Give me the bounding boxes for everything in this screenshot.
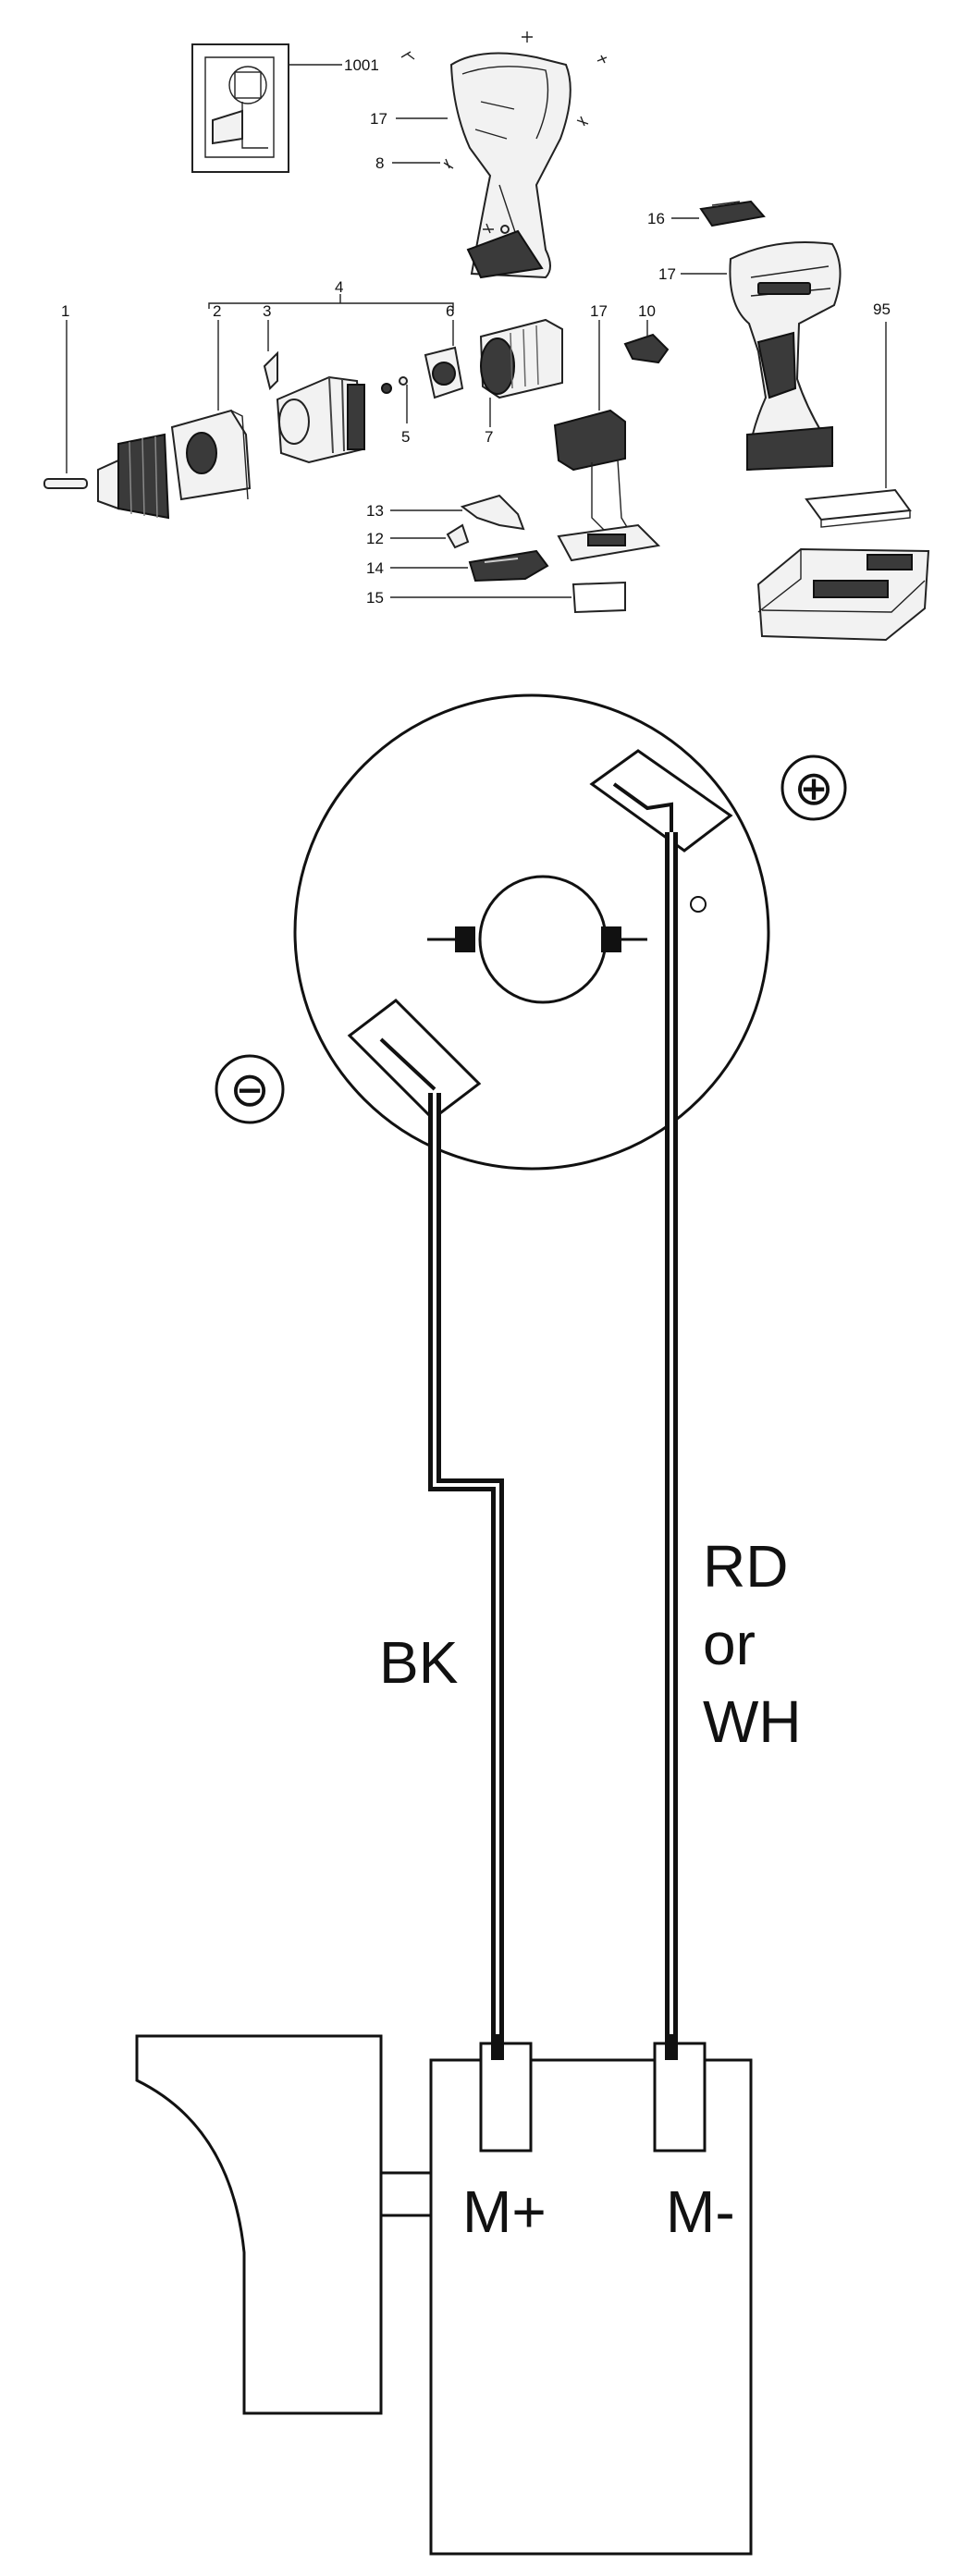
part-3-clip (263, 350, 278, 390)
motor-wiring-schematic: ⊕ ⊖ BK RD or WH M+ (135, 693, 847, 2556)
switch-module-exploded (553, 409, 661, 562)
callout-10: 10 (638, 302, 656, 320)
part-2-sleeve (170, 409, 252, 501)
reference-marker (690, 896, 707, 913)
negative-symbol: ⊖ (215, 1054, 285, 1124)
callout-3: 3 (263, 302, 271, 320)
part-15-pad (572, 581, 626, 614)
wire-label-wh: WH (703, 1688, 802, 1755)
callout-14: 14 (366, 559, 384, 577)
part-13-bracket (460, 494, 525, 531)
drill-chuck (97, 433, 170, 520)
part-7-motor (479, 318, 563, 399)
callout-13: 13 (366, 502, 384, 520)
label-m-minus: M- (666, 2178, 735, 2245)
callout-17-assembled: 17 (658, 265, 676, 283)
part-16-clip (699, 200, 766, 227)
part-12-contact (446, 523, 470, 549)
callout-6: 6 (446, 302, 454, 320)
part-95-plate (805, 488, 912, 528)
label-m-plus: M+ (462, 2178, 547, 2245)
callout-12: 12 (366, 530, 384, 547)
part-10-clip (623, 333, 670, 364)
callout-1001: 1001 (344, 56, 379, 74)
callout-7: 7 (485, 428, 493, 446)
callout-2: 2 (213, 302, 221, 320)
gearbox (276, 375, 365, 464)
exploded-parts-view: 1001 17 8 16 (43, 31, 930, 642)
switch-terminal-m-plus (479, 2042, 533, 2153)
part-5-screw (381, 376, 408, 394)
callout-95: 95 (873, 301, 891, 318)
callout-8: 8 (375, 154, 384, 172)
part-1001-inset (191, 43, 289, 173)
switch-terminal-m-minus (653, 2042, 707, 2153)
wire-label-or: or (703, 1611, 756, 1677)
housing-assembled (729, 241, 842, 472)
callout-17-housing: 17 (370, 110, 387, 128)
negative-terminal-blade (347, 999, 482, 1121)
positive-terminal-blade (589, 749, 733, 853)
positive-symbol: ⊕ (780, 754, 847, 821)
motor-symbol (427, 875, 647, 1004)
part-14-holder (468, 549, 549, 583)
housing-half-left (449, 52, 572, 279)
trigger-shaft (381, 2171, 431, 2217)
callout-5: 5 (401, 428, 410, 446)
callout-15: 15 (366, 589, 384, 607)
wire-label-rd: RD (703, 1533, 788, 1600)
part-1-bolt (43, 478, 88, 489)
callout-1: 1 (61, 302, 69, 320)
callout-16: 16 (647, 210, 665, 227)
wire-label-bk: BK (379, 1629, 458, 1696)
battery-pack (756, 547, 930, 642)
positive-label: ⊕ (793, 762, 834, 816)
negative-label: ⊖ (229, 1063, 270, 1117)
callout-17-switch: 17 (590, 302, 608, 320)
trigger (135, 2034, 383, 2415)
part-6-ring (424, 346, 464, 399)
screw-set (400, 31, 608, 234)
black-wire (428, 1093, 504, 2043)
callout-4: 4 (335, 278, 343, 296)
